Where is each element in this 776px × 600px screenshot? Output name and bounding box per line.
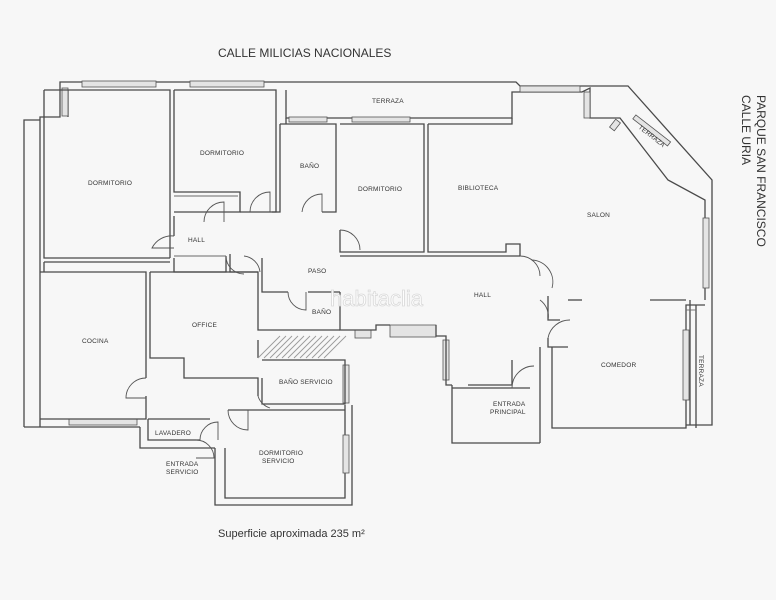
street-label-north: CALLE MILICIAS NACIONALES: [218, 46, 391, 60]
room-label-cocina: COCINA: [82, 338, 109, 345]
room-label-salon: SALON: [587, 212, 610, 219]
room-label-dormitorio-3: DORMITORIO: [358, 186, 402, 193]
room-label-bano-servicio: BAÑO SERVICIO: [279, 377, 333, 386]
room-label-hall-left: HALL: [188, 237, 205, 244]
windows: [61, 80, 710, 474]
door-swings: [125, 191, 571, 459]
room-label-entrada-servicio-2: SERVICIO: [166, 469, 199, 476]
room-label-comedor: COMEDOR: [601, 362, 636, 369]
room-label-office: OFFICE: [192, 322, 217, 329]
watermark: habitaclia: [330, 286, 424, 311]
interior-walls: [40, 89, 696, 441]
room-label-terraza-east: TERRAZA: [697, 355, 704, 387]
room-label-lavadero: LAVADERO: [155, 430, 191, 437]
room-label-entrada-principal-2: PRINCIPAL: [490, 409, 526, 416]
area-caption: Superficie aproximada 235 m²: [218, 528, 365, 540]
room-label-paso: PASO: [308, 268, 326, 275]
room-label-bano-2: BAÑO: [312, 307, 331, 316]
room-label-entrada-principal-1: ENTRADA: [493, 401, 526, 408]
room-label-terraza-top: TERRAZA: [372, 98, 404, 105]
room-label-dormitorio-1: DORMITORIO: [88, 180, 132, 187]
room-label-biblioteca: BIBLIOTECA: [458, 185, 499, 192]
room-label-dormitorio-servicio-2: SERVICIO: [262, 458, 295, 465]
room-label-dormitorio-2: DORMITORIO: [200, 150, 244, 157]
room-label-dormitorio-servicio-1: DORMITORIO: [259, 450, 303, 457]
room-label-bano-1: BAÑO: [300, 161, 319, 170]
street-label-east-uria: CALLE URIA: [739, 95, 753, 165]
hatched-area: [257, 335, 347, 359]
street-label-east-park: PARQUE SAN FRANCISCO: [754, 95, 768, 247]
room-label-hall-main: HALL: [474, 292, 491, 299]
room-label-entrada-servicio-1: ENTRADA: [166, 461, 199, 468]
